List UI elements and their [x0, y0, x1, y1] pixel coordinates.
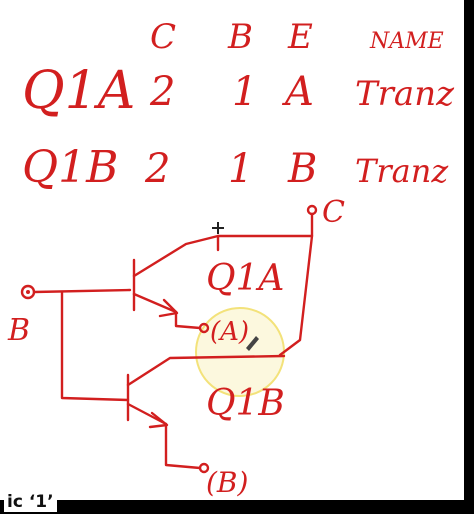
header-name: NAME	[369, 29, 444, 54]
q1b-emitter-wire	[164, 422, 202, 470]
caption-text: ic ‘1’	[4, 492, 57, 512]
move-cursor-icon	[212, 222, 224, 234]
row1-name: Tranz	[355, 74, 455, 114]
q1a-label: Q1A	[206, 258, 284, 299]
row1-e: A	[281, 69, 314, 115]
row1-label: Q1A	[22, 61, 135, 121]
q1a-emitter-lead	[132, 292, 178, 314]
collector-label: C	[322, 195, 345, 230]
row1-b: 1	[232, 69, 257, 115]
pen-cursor-icon	[246, 336, 259, 351]
collector-bus-down	[278, 234, 314, 357]
row2-e: B	[287, 146, 317, 192]
row1-c: 2	[149, 69, 175, 115]
row2-label: Q1B	[22, 142, 118, 193]
collector-bus-top	[216, 212, 314, 252]
base-label: B	[7, 313, 30, 348]
emitter-b-terminal-icon	[198, 462, 210, 474]
emitter-b-label: (B)	[206, 466, 248, 499]
q1a-collector-lead	[132, 234, 220, 278]
header-b: B	[227, 17, 253, 57]
row2-b: 1	[228, 146, 253, 192]
q1b-label: Q1B	[206, 383, 285, 424]
q1a-emitter-wire	[174, 310, 202, 330]
base-wire-q1a	[32, 288, 132, 294]
right-edge-bar	[464, 0, 474, 514]
header-c: C	[150, 17, 176, 57]
base-terminal-dot	[26, 290, 30, 294]
emitter-a-terminal-icon	[198, 322, 210, 334]
q1b-collector-lead	[126, 354, 286, 387]
row2-c: 2	[144, 146, 170, 192]
header-e: E	[287, 17, 313, 57]
row2-name: Tranz	[355, 152, 449, 190]
base-wire-q1b	[60, 290, 130, 402]
emitter-a-label: (A)	[210, 317, 249, 347]
bottom-edge-bar	[0, 500, 474, 514]
